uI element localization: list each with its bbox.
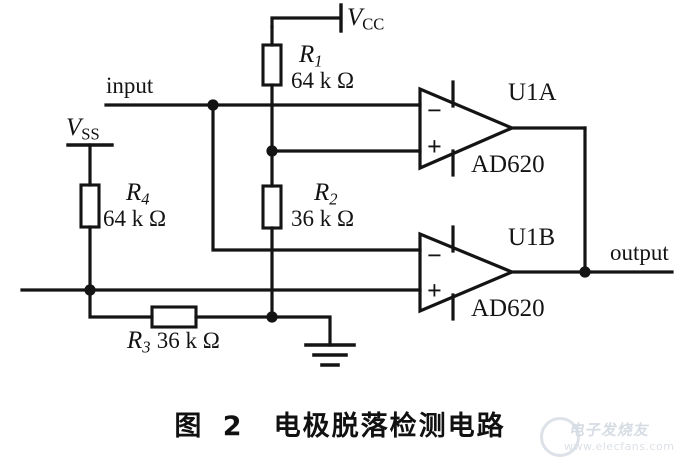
net-label-input: input [106,73,154,98]
r2-index: 2 [329,189,338,209]
component-value-r4: 64 k Ω [103,206,167,231]
vcc-symbol: V [347,4,363,31]
figure-caption: 图 2 电极脱落检测电路 [0,404,680,443]
opamp-u1b-body [418,225,674,321]
opamp-u1b-designator: U1B [508,224,556,251]
opamp-u1b-part: AD620 [471,295,545,322]
opamp-u1b-inverting-pin: − [427,241,442,270]
resistor-r2 [261,149,283,320]
r4-index: 4 [141,189,150,209]
junction-r4-bottom-node [84,284,96,296]
vss-subscript: SS [81,124,100,144]
component-value-r1: 64 k Ω [291,68,355,93]
component-value-r2: 36 k Ω [291,206,355,231]
resistor-r1 [261,25,283,107]
junction-output-node [579,266,591,278]
component-label-r1: R1 [299,42,323,70]
junction-input-node [207,99,219,111]
component-label-r3: R3 36 k Ω [127,328,220,356]
resistor-r4 [79,183,101,292]
opamp-u1b-noninverting-pin: + [427,276,442,305]
vcc-rail-wire [270,3,343,33]
junction-ground-node [266,311,278,323]
opamp-u1a-part: AD620 [471,151,545,178]
component-label-r2: R2 [314,180,338,208]
r3-index: 3 [142,337,151,357]
junction-r1-r2-node [266,145,278,157]
figure-title: 电极脱落检测电路 [273,411,506,442]
vcc-subscript: CC [362,14,385,34]
r1-ref: R [299,41,315,68]
net-label-output: output [610,240,669,265]
opamp-u1a-designator: U1A [508,79,557,106]
r1-midnode-wire [270,103,422,153]
figure-number: 图 2 [174,411,248,442]
r3-ref: R [127,327,143,354]
net-label-vcc: VCC [347,5,384,33]
r1-index: 1 [314,51,323,71]
component-value-r3: 36 k Ω [156,328,220,353]
vss-symbol: V [66,114,82,141]
net-label-vss: VSS [66,115,100,143]
opamp-u1a-body [418,80,587,177]
component-label-r4: R4 [126,180,150,208]
ground-wire [270,315,332,347]
vss-source [66,143,114,187]
opamp-u1a-noninverting-pin: + [427,132,442,161]
r4-ref: R [126,179,142,206]
opamp-u1a-inverting-pin: − [427,96,442,125]
resistor-r3 [88,288,274,329]
r2-ref: R [314,179,330,206]
ground-symbol [304,343,356,367]
input-node-to-u1b-wire [211,103,422,252]
